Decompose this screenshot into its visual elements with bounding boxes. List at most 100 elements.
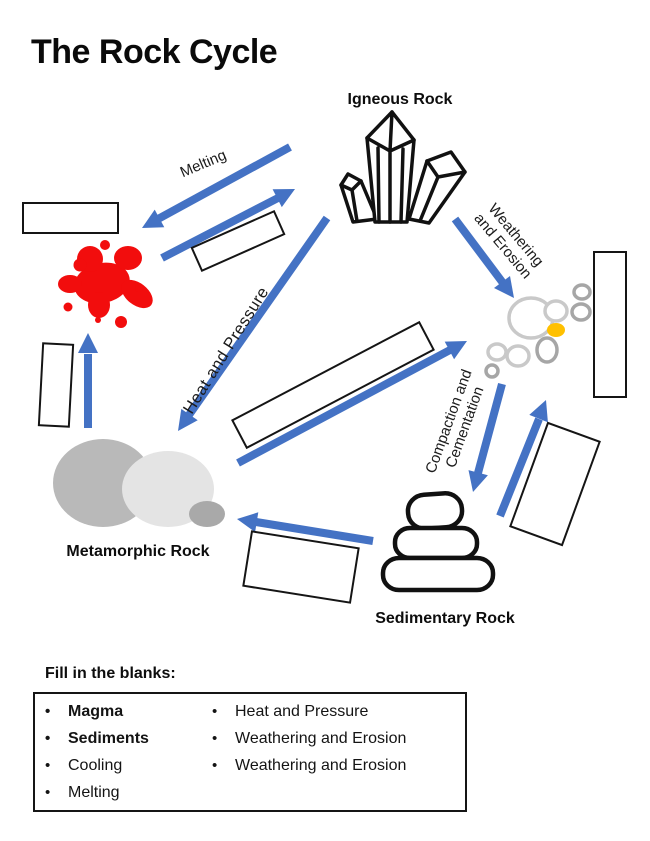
bullet-icon: • bbox=[212, 730, 218, 747]
word-bank-item-weathering-2: • Weathering and Erosion bbox=[212, 757, 406, 784]
splat-dot bbox=[63, 302, 73, 312]
crystal-left-facets bbox=[339, 179, 363, 223]
splat-dot bbox=[135, 284, 143, 292]
svg-text:Heat and Pressure: Heat and Pressure bbox=[180, 284, 273, 417]
crystal-left bbox=[339, 172, 379, 224]
word-bank-item-cooling: • Cooling bbox=[45, 757, 149, 784]
arrow-head-icon bbox=[494, 276, 514, 298]
arrow-weathering-igneous-to-sediments bbox=[451, 216, 514, 298]
arrow-head-icon bbox=[468, 470, 488, 492]
sediments-pebbles-icon bbox=[484, 283, 592, 379]
pebble bbox=[572, 283, 592, 301]
blank-box-right-of-sedimentary[interactable] bbox=[509, 421, 601, 547]
arrow-head-icon bbox=[78, 333, 98, 353]
word-bank-item-melting: • Melting bbox=[45, 784, 149, 811]
metamorphic-blobs-icon bbox=[53, 439, 225, 527]
arrow-metamorphic-to-sediments bbox=[236, 341, 467, 467]
pebble bbox=[505, 344, 531, 368]
arrow-head-icon bbox=[142, 209, 165, 228]
crystal-right-facets bbox=[418, 159, 467, 223]
igneous-crystal-icon bbox=[339, 110, 467, 225]
rock-cycle-diagram: Igneous Rock Metamorphic Rock Sedimentar… bbox=[22, 91, 627, 627]
blob-light bbox=[122, 451, 214, 527]
arrow-head-icon bbox=[444, 341, 467, 360]
word-bank-box bbox=[33, 692, 467, 812]
stone-bottom bbox=[380, 555, 496, 593]
yellow-grain bbox=[547, 323, 565, 337]
splat-body bbox=[74, 262, 130, 304]
arrow-melting-igneous-to-magma bbox=[142, 143, 292, 228]
metamorphic-rock-label: Metamorphic Rock bbox=[66, 543, 209, 560]
blank-box-right-of-sediments[interactable] bbox=[593, 251, 627, 398]
sedimentary-stones-icon bbox=[380, 491, 496, 593]
arrow-shaft bbox=[496, 417, 543, 518]
bullet-icon: • bbox=[212, 703, 218, 720]
crystal-right bbox=[407, 150, 467, 225]
bullet-icon: • bbox=[45, 757, 51, 774]
word-bank-heading: Fill in the blanks: bbox=[45, 665, 176, 682]
arrow-sedimentary-to-metamorphic bbox=[237, 512, 374, 545]
splat-lobe bbox=[88, 292, 110, 318]
arrow-head-icon bbox=[237, 512, 259, 533]
svg-text:Melting: Melting bbox=[178, 147, 229, 182]
arrow-cooling-magma-to-igneous bbox=[160, 189, 295, 262]
word-bank-left-column: • Magma • Sediments • Cooling • Melting bbox=[45, 703, 149, 811]
arrow-head-icon bbox=[529, 400, 548, 423]
splat-dot bbox=[115, 316, 127, 328]
splat-lobe bbox=[58, 275, 82, 293]
word-bank-label: Cooling bbox=[68, 757, 123, 774]
blank-box-left-of-metamorphic[interactable] bbox=[37, 342, 75, 428]
arrow-shaft bbox=[474, 382, 506, 475]
crystal-main-facets bbox=[365, 110, 416, 224]
arrow-shaft bbox=[185, 215, 331, 418]
word-bank-item-weathering-1: • Weathering and Erosion bbox=[212, 730, 406, 757]
word-bank-label: Sediments bbox=[68, 730, 149, 747]
bullet-icon: • bbox=[45, 703, 51, 720]
bullet-icon: • bbox=[212, 757, 218, 774]
blank-box-between-melting-arrows[interactable] bbox=[190, 209, 286, 273]
bullet-icon: • bbox=[45, 730, 51, 747]
arrow-shaft bbox=[255, 518, 374, 545]
stone-top bbox=[405, 491, 465, 531]
pebble bbox=[486, 342, 508, 362]
arrow-compaction-sediments-to-sedimentary bbox=[468, 382, 506, 492]
blank-box-center[interactable] bbox=[231, 320, 435, 450]
blank-box-above-magma[interactable] bbox=[22, 202, 119, 234]
arrow-shaft bbox=[236, 346, 452, 467]
arrow-metamorphic-to-magma bbox=[78, 333, 98, 428]
word-bank-item-sediments: • Sediments bbox=[45, 730, 149, 757]
splat-dot bbox=[95, 317, 101, 323]
stone-middle bbox=[392, 525, 480, 561]
word-bank-label: Weathering and Erosion bbox=[235, 757, 407, 774]
word-bank-label: Weathering and Erosion bbox=[235, 730, 407, 747]
magma-splat-icon bbox=[58, 240, 153, 328]
pebble bbox=[570, 302, 592, 322]
page-title: The Rock Cycle bbox=[31, 33, 278, 71]
bullet-icon: • bbox=[45, 784, 51, 801]
arrow-heat-pressure-igneous-to-metamorphic bbox=[178, 215, 331, 431]
sedimentary-rock-label: Sedimentary Rock bbox=[375, 610, 515, 627]
splat-lobe bbox=[121, 279, 153, 309]
heat-pressure-label: Heat and Pressure bbox=[180, 284, 273, 417]
word-bank-item-heat-pressure: • Heat and Pressure bbox=[212, 703, 406, 730]
arrow-shaft bbox=[451, 216, 507, 286]
pebble bbox=[535, 336, 559, 364]
word-bank-label: Heat and Pressure bbox=[235, 703, 369, 720]
arrow-sedimentary-to-sediments bbox=[496, 400, 548, 518]
arrow-shaft bbox=[160, 194, 280, 262]
pebble bbox=[543, 299, 569, 323]
splat-lobe bbox=[114, 246, 142, 270]
arrow-head-icon bbox=[178, 408, 198, 431]
melting-label: Melting bbox=[178, 147, 229, 182]
word-bank-label: Melting bbox=[68, 784, 120, 801]
weathering-erosion-label: Weathering and Erosion bbox=[470, 200, 546, 282]
pebble bbox=[484, 363, 500, 379]
blank-box-below-sedimentary-arrow[interactable] bbox=[242, 530, 360, 604]
splat-dot bbox=[73, 258, 87, 272]
word-bank-label: Magma bbox=[68, 703, 124, 720]
arrow-head-icon bbox=[272, 189, 295, 208]
igneous-rock-label: Igneous Rock bbox=[348, 91, 453, 108]
word-bank-item-magma: • Magma bbox=[45, 703, 149, 730]
blob-small bbox=[189, 501, 225, 527]
word-bank-right-column: • Heat and Pressure • Weathering and Ero… bbox=[212, 703, 406, 784]
